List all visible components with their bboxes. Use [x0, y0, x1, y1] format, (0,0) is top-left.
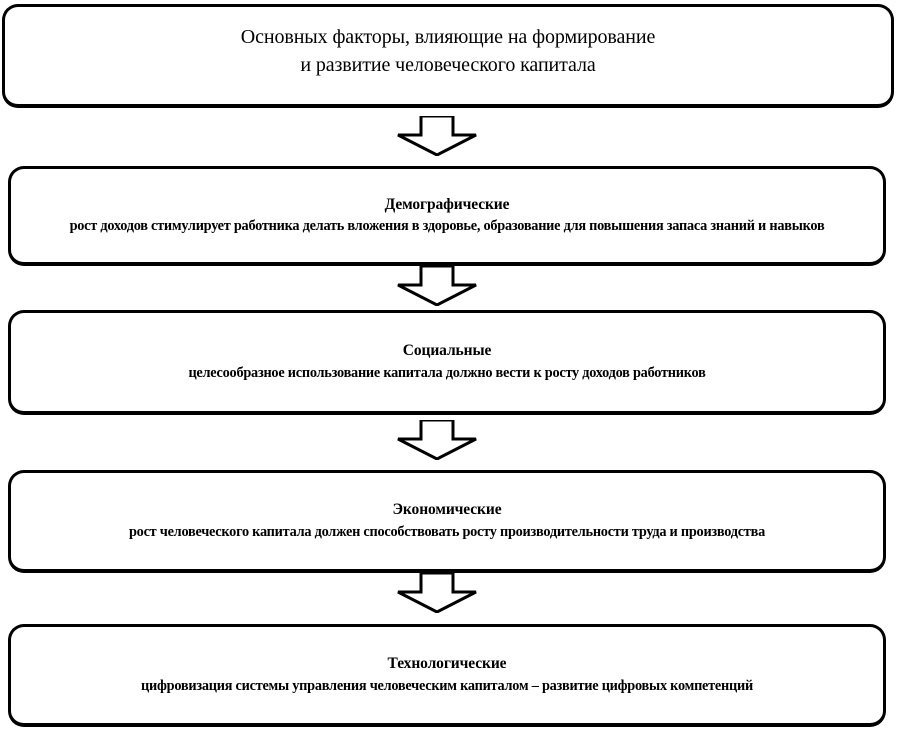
node-technological: Технологические цифровизация системы упр… — [8, 624, 886, 727]
node-social-body: целесообразное использование капитала до… — [188, 364, 706, 381]
node-technological-title: Технологические — [387, 655, 507, 673]
node-economic-body: рост человеческого капитала должен спосо… — [128, 523, 766, 540]
node-header-title: Основных факторы, влияющие на формирован… — [241, 23, 656, 80]
arrow-down-4 — [396, 573, 478, 613]
node-header-title-line2: и развитие человеческого капитала — [300, 54, 596, 77]
node-header: Основных факторы, влияющие на формирован… — [2, 4, 894, 108]
node-header-title-line1: Основных факторы, влияющие на формирован… — [240, 26, 656, 48]
arrow-down-1 — [396, 116, 478, 156]
node-demographic-body: рост доходов стимулирует работника делат… — [69, 218, 825, 235]
node-economic: Экономические рост человеческого капитал… — [8, 470, 886, 573]
node-social-title: Социальные — [402, 342, 492, 360]
node-technological-body: цифровизация системы управления человече… — [141, 677, 753, 694]
node-economic-title: Экономические — [392, 501, 502, 519]
node-demographic: Демографические рост доходов стимулирует… — [8, 166, 886, 266]
node-demographic-title: Демографические — [384, 195, 510, 213]
arrow-down-2 — [396, 266, 478, 306]
arrow-down-3 — [396, 420, 478, 460]
node-social: Социальные целесообразное использование … — [8, 310, 886, 415]
